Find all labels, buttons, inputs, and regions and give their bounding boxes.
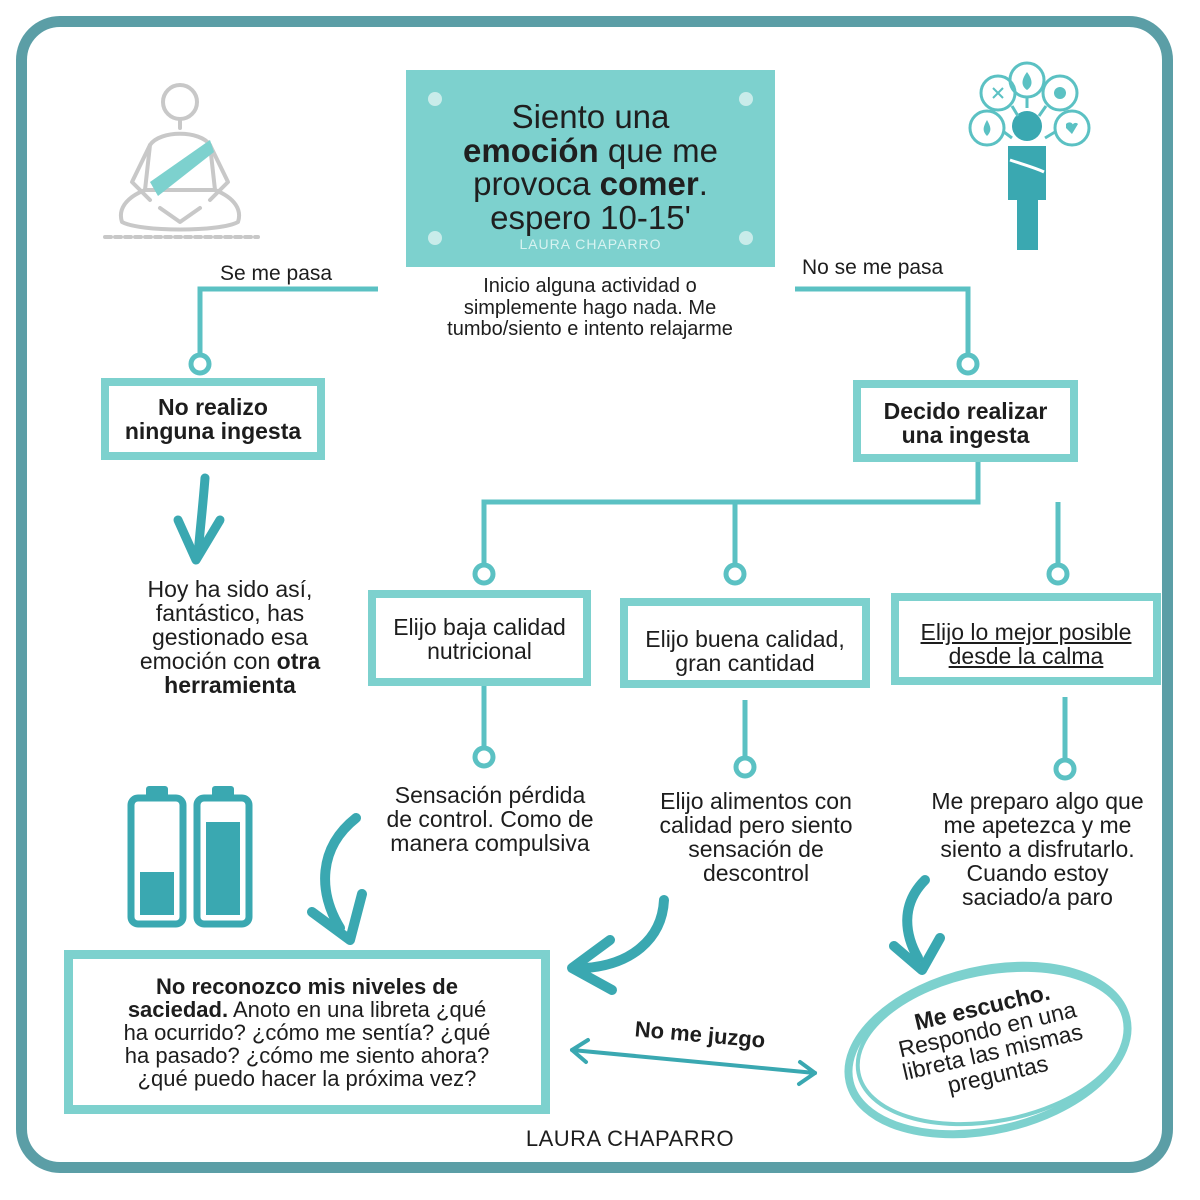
option-1-line-2: nutricional	[427, 637, 532, 664]
footer-signature: LAURA CHAPARRO	[525, 1126, 735, 1151]
corner-dot	[428, 92, 442, 106]
title-box: Siento una emoción que me provoca comer.…	[406, 70, 775, 267]
hand-drawn-ellipse	[844, 961, 1132, 1139]
option3-connector-dot	[1046, 562, 1070, 586]
outcome-3-line-1: Me preparo algo que	[931, 788, 1144, 814]
title-line-3-pre: provoca	[473, 165, 600, 203]
satiety-line-4: ha pasado? ¿cómo me siento ahora?	[124, 1043, 490, 1069]
double-arrow-icon	[570, 1038, 817, 1086]
middle-note: Inicio alguna actividad o simplemente ha…	[400, 275, 780, 341]
satiety-line-2-rest: Anoto en una libreta ¿qué	[228, 997, 487, 1023]
title-text: Siento una emoción que me provoca comer.…	[406, 100, 775, 235]
left-branch-label: Se me pasa	[220, 262, 333, 285]
outcome2-connector-dot	[733, 755, 757, 779]
outcome-3-line-4: Cuando estoy	[966, 859, 1109, 886]
no-intake-line-2: ninguna ingesta	[124, 417, 302, 444]
outcome-3-line-3: siento a disfrutarlo.	[940, 835, 1135, 862]
outcome-2-line-4: descontrol	[702, 859, 810, 886]
meditation-person-icon	[103, 83, 260, 239]
option-good-quality-text: Elijo buena calidad, gran cantidad	[628, 626, 862, 676]
option-best-text: Elijo lo mejor posible desde la calma	[899, 619, 1153, 669]
outcome-2-line-2: calidad pero siento	[659, 811, 853, 838]
title-line-1: Siento una	[511, 98, 670, 135]
meditation-sash-icon	[150, 140, 214, 196]
title-emphasis-2: comer	[599, 165, 699, 203]
right-branch-label: No se me pasa	[802, 256, 944, 279]
left-result-line-4: emoción con otra	[70, 647, 390, 674]
outcome-1-line-1: Sensación pérdida	[394, 782, 586, 808]
title-line-3: provoca comer.	[406, 167, 775, 201]
option-good-quality-box: Elijo buena calidad, gran cantidad	[620, 598, 870, 688]
decide-intake-box: Decido realizar una ingesta	[853, 380, 1078, 462]
outcome-3-line-2: me apetezca y me	[943, 811, 1132, 838]
outcome-3-text: Me preparo algo que me apetezca y me sie…	[900, 788, 1175, 910]
title-line-3-post: .	[698, 165, 708, 203]
option-best-box: Elijo lo mejor posible desde la calma	[891, 593, 1161, 685]
decide-intake-line-1: Decido realizar	[883, 398, 1048, 424]
option-3-line-1: Elijo lo mejor posible	[920, 619, 1132, 645]
satiety-line-2: saciedad. Anoto en una libreta ¿qué	[73, 998, 541, 1021]
outcome-3-line-5: saciado/a paro	[962, 883, 1113, 910]
curved-arrow-icon	[307, 813, 367, 945]
right-branch-line	[795, 286, 971, 355]
no-intake-text: No realizo ninguna ingesta	[109, 394, 317, 444]
middle-note-line-2: simplemente hago nada. Me	[463, 296, 717, 319]
corner-dot	[739, 231, 753, 245]
left-result-line-2: fantástico, has	[155, 599, 305, 626]
left-result-text: Hoy ha sido así, fantástico, has gestion…	[70, 576, 390, 698]
split-line	[481, 462, 981, 565]
outcome-2-line-1: Elijo alimentos con	[660, 788, 852, 814]
no-recognize-satiety-text: No reconozco mis niveles de saciedad. An…	[73, 974, 541, 1092]
outcome-1-line-3: manera compulsiva	[390, 829, 590, 856]
option1-connector-dot	[472, 562, 496, 586]
option-low-quality-text: Elijo baja calidad nutricional	[376, 614, 583, 664]
left-result-line-4-pre: emoción con	[139, 647, 277, 674]
title-line-2: emoción que me	[406, 131, 775, 169]
no-intake-line-1: No realizo	[158, 394, 268, 420]
curved-arrow-icon-2	[567, 895, 669, 995]
right-connector-dot	[956, 352, 980, 376]
left-result-line-1: Hoy ha sido así,	[147, 576, 313, 602]
decide-intake-text: Decido realizar una ingesta	[861, 398, 1070, 448]
left-result-line-3: gestionado esa	[151, 623, 308, 650]
option-3-line-2: desde la calma	[948, 642, 1104, 669]
option-2-line-1: Elijo buena calidad,	[645, 626, 845, 652]
no-recognize-satiety-box: No reconozco mis niveles de saciedad. An…	[64, 950, 550, 1114]
title-line-4: espero 10-15'	[490, 198, 691, 236]
option-low-quality-box: Elijo baja calidad nutricional	[368, 590, 591, 686]
outcome-1-line-2: de control. Como de	[386, 805, 594, 832]
outcome3-connector-dot	[1053, 757, 1077, 781]
option2-connector-dot	[723, 562, 747, 586]
title-emphasis: emoción	[463, 131, 599, 169]
title-line-2-rest: que me	[598, 131, 718, 169]
left-connector-dot	[188, 352, 212, 376]
left-result-line-5: herramienta	[164, 671, 296, 698]
satiety-line-5: ¿qué puedo hacer la próxima vez?	[137, 1066, 477, 1092]
satiety-line-1: No reconozco mis niveles de	[156, 974, 458, 999]
option-1-line-1: Elijo baja calidad	[393, 614, 566, 640]
satiety-emphasis: saciedad.	[127, 997, 229, 1023]
outcome-2-line-3: sensación de	[688, 835, 824, 862]
left-result-emphasis: otra	[276, 647, 321, 674]
decide-intake-line-2: una ingesta	[901, 421, 1030, 448]
corner-dot	[428, 231, 442, 245]
outcome-2-text: Elijo alimentos con calidad pero siento …	[625, 788, 887, 886]
outcome1-connector-dot	[472, 745, 496, 769]
down-arrow-icon	[173, 473, 225, 565]
option-2-line-2: gran cantidad	[675, 649, 815, 676]
outer-frame	[16, 16, 1173, 1173]
battery-levels-icon	[127, 786, 253, 928]
satiety-line-3: ha ocurrido? ¿cómo me sentía? ¿qué	[123, 1020, 491, 1046]
outcome-1-text: Sensación pérdida de control. Como de ma…	[355, 782, 625, 856]
title-signature: LAURA CHAPARRO	[519, 236, 662, 252]
left-branch-line	[197, 286, 378, 355]
emotions-person-icon	[968, 61, 1091, 250]
middle-note-line-3: tumbo/siento e intento relajarme	[447, 318, 733, 341]
corner-dot	[739, 92, 753, 106]
curved-arrow-icon-3	[889, 875, 945, 975]
no-intake-box: No realizo ninguna ingesta	[101, 378, 325, 460]
middle-note-line-1: Inicio alguna actividad o	[483, 275, 697, 297]
